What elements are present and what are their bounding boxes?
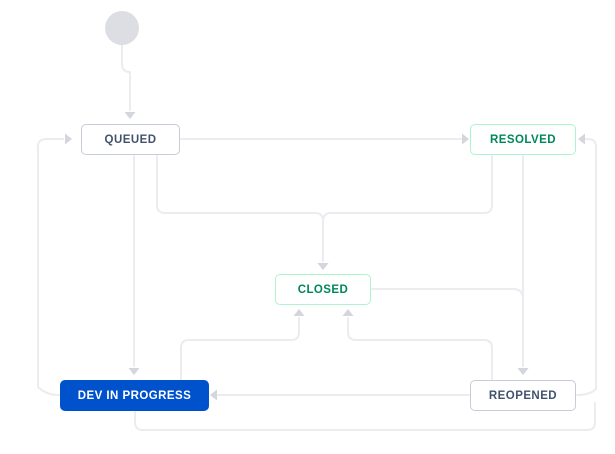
node-label-closed: CLOSED [297,283,349,296]
start-marker [105,11,139,45]
arrowhead-resolved-to-closed [317,263,329,270]
node-reopened[interactable]: REOPENED [470,380,576,411]
node-label-resolved: RESOLVED [489,133,556,146]
arrowhead-closed-to-reopened [517,368,529,375]
node-resolved[interactable]: RESOLVED [470,124,576,155]
edge-reopened-to-resolved[interactable] [576,138,597,396]
arrowhead-start-to-queued [124,112,136,119]
arrowhead-reopened-to-dev-in-progress [210,389,217,401]
arrowhead-dev-in-progress-to-closed [293,309,305,316]
edge-reopened-to-closed[interactable] [347,317,493,380]
node-label-reopened: REOPENED [488,389,558,402]
edge-dev-in-progress-to-queued[interactable] [37,138,64,396]
edge-closed-to-reopened[interactable] [371,288,524,367]
arrowhead-reopened-to-resolved [578,133,585,145]
edge-start-to-queued[interactable] [121,44,131,111]
edge-dev-in-progress-to-closed[interactable] [180,317,300,380]
node-label-dev-in-progress: DEV IN PROGRESS [77,389,192,402]
node-dev-in-progress[interactable]: DEV IN PROGRESS [60,380,209,411]
arrowhead-queued-to-dev-in-progress [128,368,140,375]
node-label-queued: QUEUED [104,133,157,146]
node-queued[interactable]: QUEUED [81,124,180,155]
edge-dev-in-progress-to-reopened[interactable] [134,402,596,431]
arrowhead-queued-to-resolved [462,133,469,145]
node-closed[interactable]: CLOSED [275,274,371,305]
edge-resolved-to-closed[interactable] [322,155,493,262]
arrowhead-dev-in-progress-to-queued [65,133,72,145]
arrowhead-reopened-to-closed [342,309,354,316]
edge-queued-to-closed[interactable] [156,155,324,262]
